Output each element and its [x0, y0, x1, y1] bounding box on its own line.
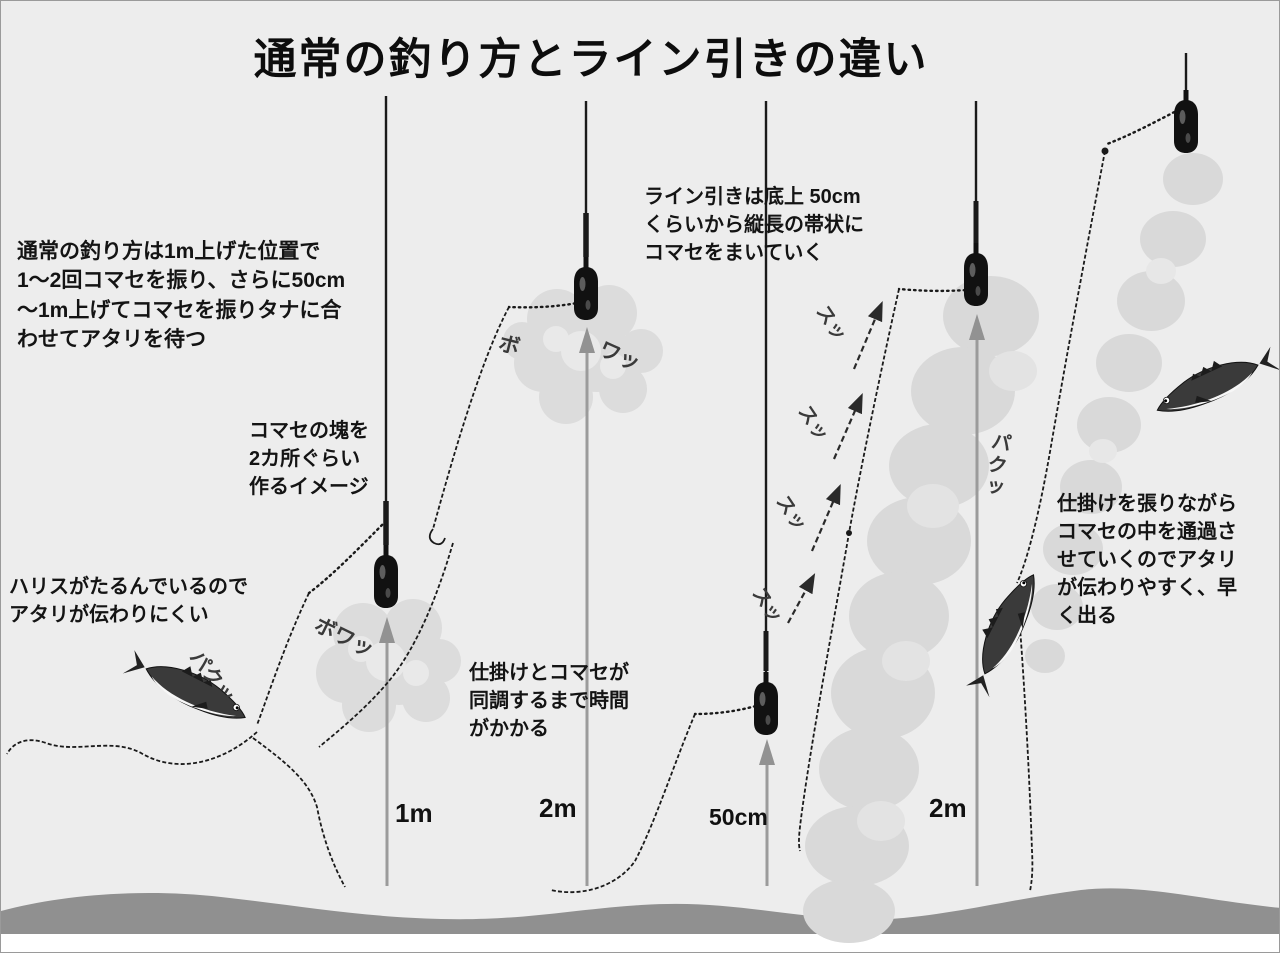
chum-trail-rig5 [1025, 153, 1223, 673]
diagram-title: 通常の釣り方とライン引きの違い [253, 36, 929, 84]
fish-approaching [1147, 339, 1279, 421]
chum-rise-arrows [379, 314, 985, 886]
annotation-taut-line: 仕掛けを張りながら コマセの中を通過さ せていくのでアタリ が伝わりやすく、早 … [1057, 493, 1237, 627]
chum-trail-rig4 [803, 276, 1039, 943]
sinker-rig2 [574, 257, 598, 320]
seafloor [1, 888, 1279, 952]
depth-label-rig4: 2m [929, 793, 967, 823]
annotation-normal-method: 通常の釣り方は1m上げた位置で 1〜2回コマセを振り、さらに50cm 〜1m上げ… [17, 240, 346, 352]
depth-label-rig2: 2m [539, 793, 577, 823]
annotation-sync-time: 仕掛けとコマセが 同調するまで時間 がかかる [469, 662, 629, 740]
fish-biting-taut-line [959, 564, 1044, 700]
annotation-chum-clumps: コマセの塊を 2カ所ぐらい 作るイメージ [249, 420, 369, 498]
chum-cloud-rig2 [503, 285, 663, 424]
depth-label-rig3: 50cm [709, 804, 768, 830]
sinker-rig5 [1174, 90, 1198, 153]
sinker-rig4 [964, 243, 988, 306]
depth-label-rig1: 1m [395, 798, 433, 828]
sinker-rig3 [754, 672, 778, 735]
pull-arrows [787, 300, 883, 624]
rig1-normal [6, 96, 389, 888]
annotation-line-pull-method: ライン引きは底上 50cm くらいから縦長の帯状に コマセをまいていく [644, 186, 864, 264]
annotation-slack-line: ハリスがたるんでいるので アタリが伝わりにくい [9, 576, 248, 626]
rig2-normal [318, 101, 589, 748]
sinker-rig1 [374, 545, 398, 608]
